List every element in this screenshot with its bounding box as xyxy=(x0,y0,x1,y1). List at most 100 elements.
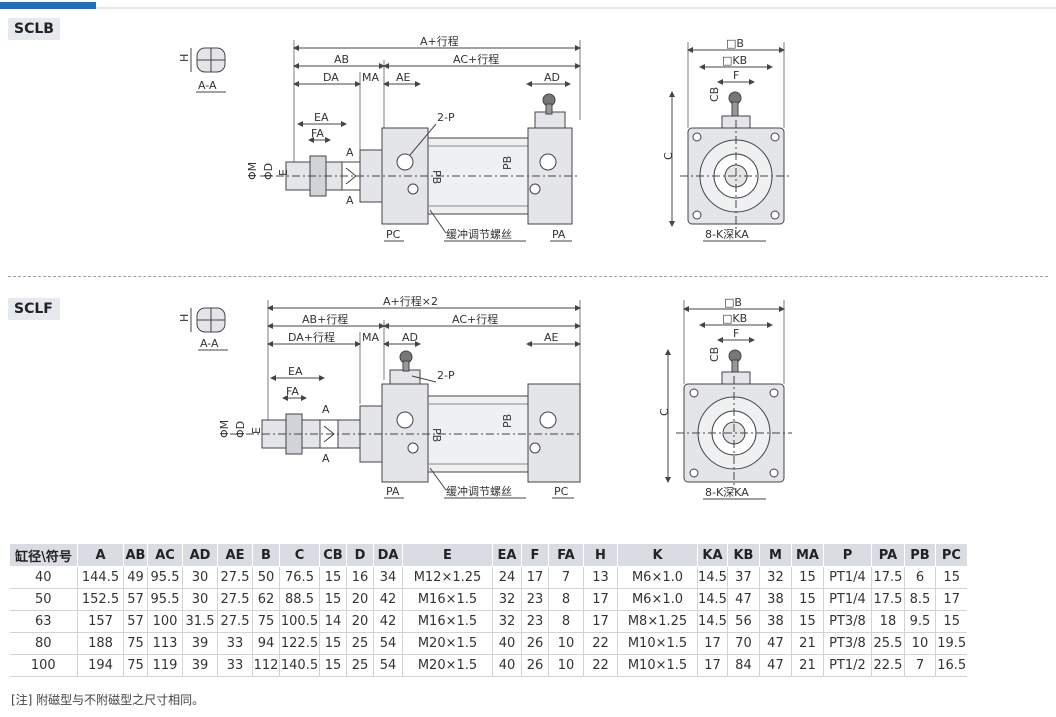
table-cell: 15 xyxy=(790,566,824,589)
sclb-d-label: ΦD xyxy=(262,163,275,180)
sclf-pb-left: PB xyxy=(430,428,443,442)
header-ma: MA xyxy=(790,543,824,567)
sclf-pa-label: PA xyxy=(386,485,400,498)
sclb-aa-label: A-A xyxy=(198,79,217,92)
accent-stripe xyxy=(0,2,96,9)
table-cell: 25.5 xyxy=(870,632,905,655)
header-fa: FA xyxy=(548,543,584,567)
header-f: F xyxy=(521,543,549,567)
table-cell: 144.5 xyxy=(77,566,124,589)
sclb-da-label: DA xyxy=(323,71,339,84)
table-cell: 15 xyxy=(319,632,347,655)
table-cell: 57 xyxy=(123,610,148,633)
sclf-side-view: A+行程×2 AB+行程 AC+行程 DA+行程 MA AD AE EA FA … xyxy=(218,295,581,499)
sclb-ad-label: AD xyxy=(544,71,560,84)
table-cell: 7 xyxy=(903,654,936,677)
sclf-ma-label: MA xyxy=(362,331,379,344)
table-cell: 95.5 xyxy=(147,588,183,611)
table-cell: 32 xyxy=(758,566,792,589)
sclb-ae-label: AE xyxy=(396,71,411,84)
sclf-e-label: E xyxy=(250,427,263,434)
table-cell: 76.5 xyxy=(279,566,320,589)
sclb-kb-label: □KB xyxy=(722,54,747,67)
sclf-ae-label: AE xyxy=(544,331,559,344)
table-cell: PT1/4 xyxy=(822,566,872,589)
table-cell: 14.5 xyxy=(697,588,728,611)
table-cell: 38 xyxy=(758,588,792,611)
table-cell: 8.5 xyxy=(903,588,936,611)
table-cell: 56 xyxy=(726,610,760,633)
table-cell: 24 xyxy=(492,566,522,589)
sclf-m-label: ΦM xyxy=(218,420,231,438)
header-rule xyxy=(96,7,1056,9)
table-cell: 17 xyxy=(521,566,549,589)
sclb-a-mark-bottom: A xyxy=(346,194,354,207)
table-cell: 31.5 xyxy=(182,610,218,633)
table-cell: 47 xyxy=(758,654,792,677)
sclf-section-a-a: H A-A xyxy=(178,307,228,351)
table-cell: 15 xyxy=(790,610,824,633)
table-cell: 23 xyxy=(521,588,549,611)
table-cell: 15 xyxy=(934,610,968,633)
section-label-sclb: SCLB xyxy=(8,18,60,40)
table-cell: 30 xyxy=(182,566,218,589)
table-cell: 122.5 xyxy=(279,632,320,655)
table-cell: 188 xyxy=(77,632,124,655)
table-cell: M16×1.5 xyxy=(402,588,493,611)
table-cell: 70 xyxy=(726,632,760,655)
table-cell: 13 xyxy=(583,566,618,589)
header-p: P xyxy=(822,543,872,567)
sclb-h-label: H xyxy=(178,54,191,62)
table-cell: 75 xyxy=(252,610,280,633)
sclb-e-label: E xyxy=(277,169,290,176)
table-cell: 100 xyxy=(9,654,78,677)
table-cell: 17 xyxy=(697,632,728,655)
sclb-a-mark-top: A xyxy=(346,146,354,159)
table-cell: 84 xyxy=(726,654,760,677)
header-d: D xyxy=(346,543,374,567)
table-cell: 17 xyxy=(583,588,618,611)
table-cell: M12×1.25 xyxy=(402,566,493,589)
table-cell: 23 xyxy=(521,610,549,633)
sclb-ac-label: AC+行程 xyxy=(453,53,499,66)
table-cell: 34 xyxy=(373,566,403,589)
table-cell: 63 xyxy=(9,610,78,633)
sclf-a-mark-top: A xyxy=(322,403,330,416)
table-cell: 26 xyxy=(521,632,549,655)
table-cell: 112 xyxy=(252,654,280,677)
drawings: H A-A A+行程 AB AC+行程 DA MA AE AD EA FA A xyxy=(178,35,792,500)
header-ka: KA xyxy=(697,543,728,567)
header-k: K xyxy=(617,543,698,567)
table-cell: 25 xyxy=(346,654,374,677)
table-cell: 20 xyxy=(346,610,374,633)
table-cell: 27.5 xyxy=(217,610,253,633)
table-cell: M10×1.5 xyxy=(617,654,698,677)
sclf-ac-label: AC+行程 xyxy=(452,313,498,326)
table-cell: 75 xyxy=(123,632,148,655)
table-cell: 19.5 xyxy=(934,632,968,655)
table-cell: 50 xyxy=(9,588,78,611)
table-cell: 42 xyxy=(373,610,403,633)
table-cell: 80 xyxy=(9,632,78,655)
table-cell: 17 xyxy=(697,654,728,677)
header-kb: KB xyxy=(726,543,760,567)
sclb-cushion-label: 缓冲调节螺丝 xyxy=(446,227,512,241)
sclb-end-view: □B □KB F C CB 8-K深KA xyxy=(662,37,792,242)
table-cell: 94 xyxy=(252,632,280,655)
sclb-section-a-a: H A-A xyxy=(178,47,226,93)
sclb-ab-label: AB xyxy=(334,53,349,66)
sclf-b-label: □B xyxy=(724,296,742,309)
table-cell: 10 xyxy=(548,654,584,677)
sclf-fa-label: FA xyxy=(286,385,299,398)
header-h: H xyxy=(583,543,618,567)
sclb-cb-label: CB xyxy=(708,87,721,102)
table-cell: 17 xyxy=(934,588,968,611)
table-cell: 40 xyxy=(492,632,522,655)
table-cell: 100.5 xyxy=(279,610,320,633)
sclb-m-label: ΦM xyxy=(246,162,259,180)
header-e: E xyxy=(402,543,493,567)
table-cell: 6 xyxy=(903,566,936,589)
header-ab: AB xyxy=(123,543,148,567)
table-cell: 88.5 xyxy=(279,588,320,611)
